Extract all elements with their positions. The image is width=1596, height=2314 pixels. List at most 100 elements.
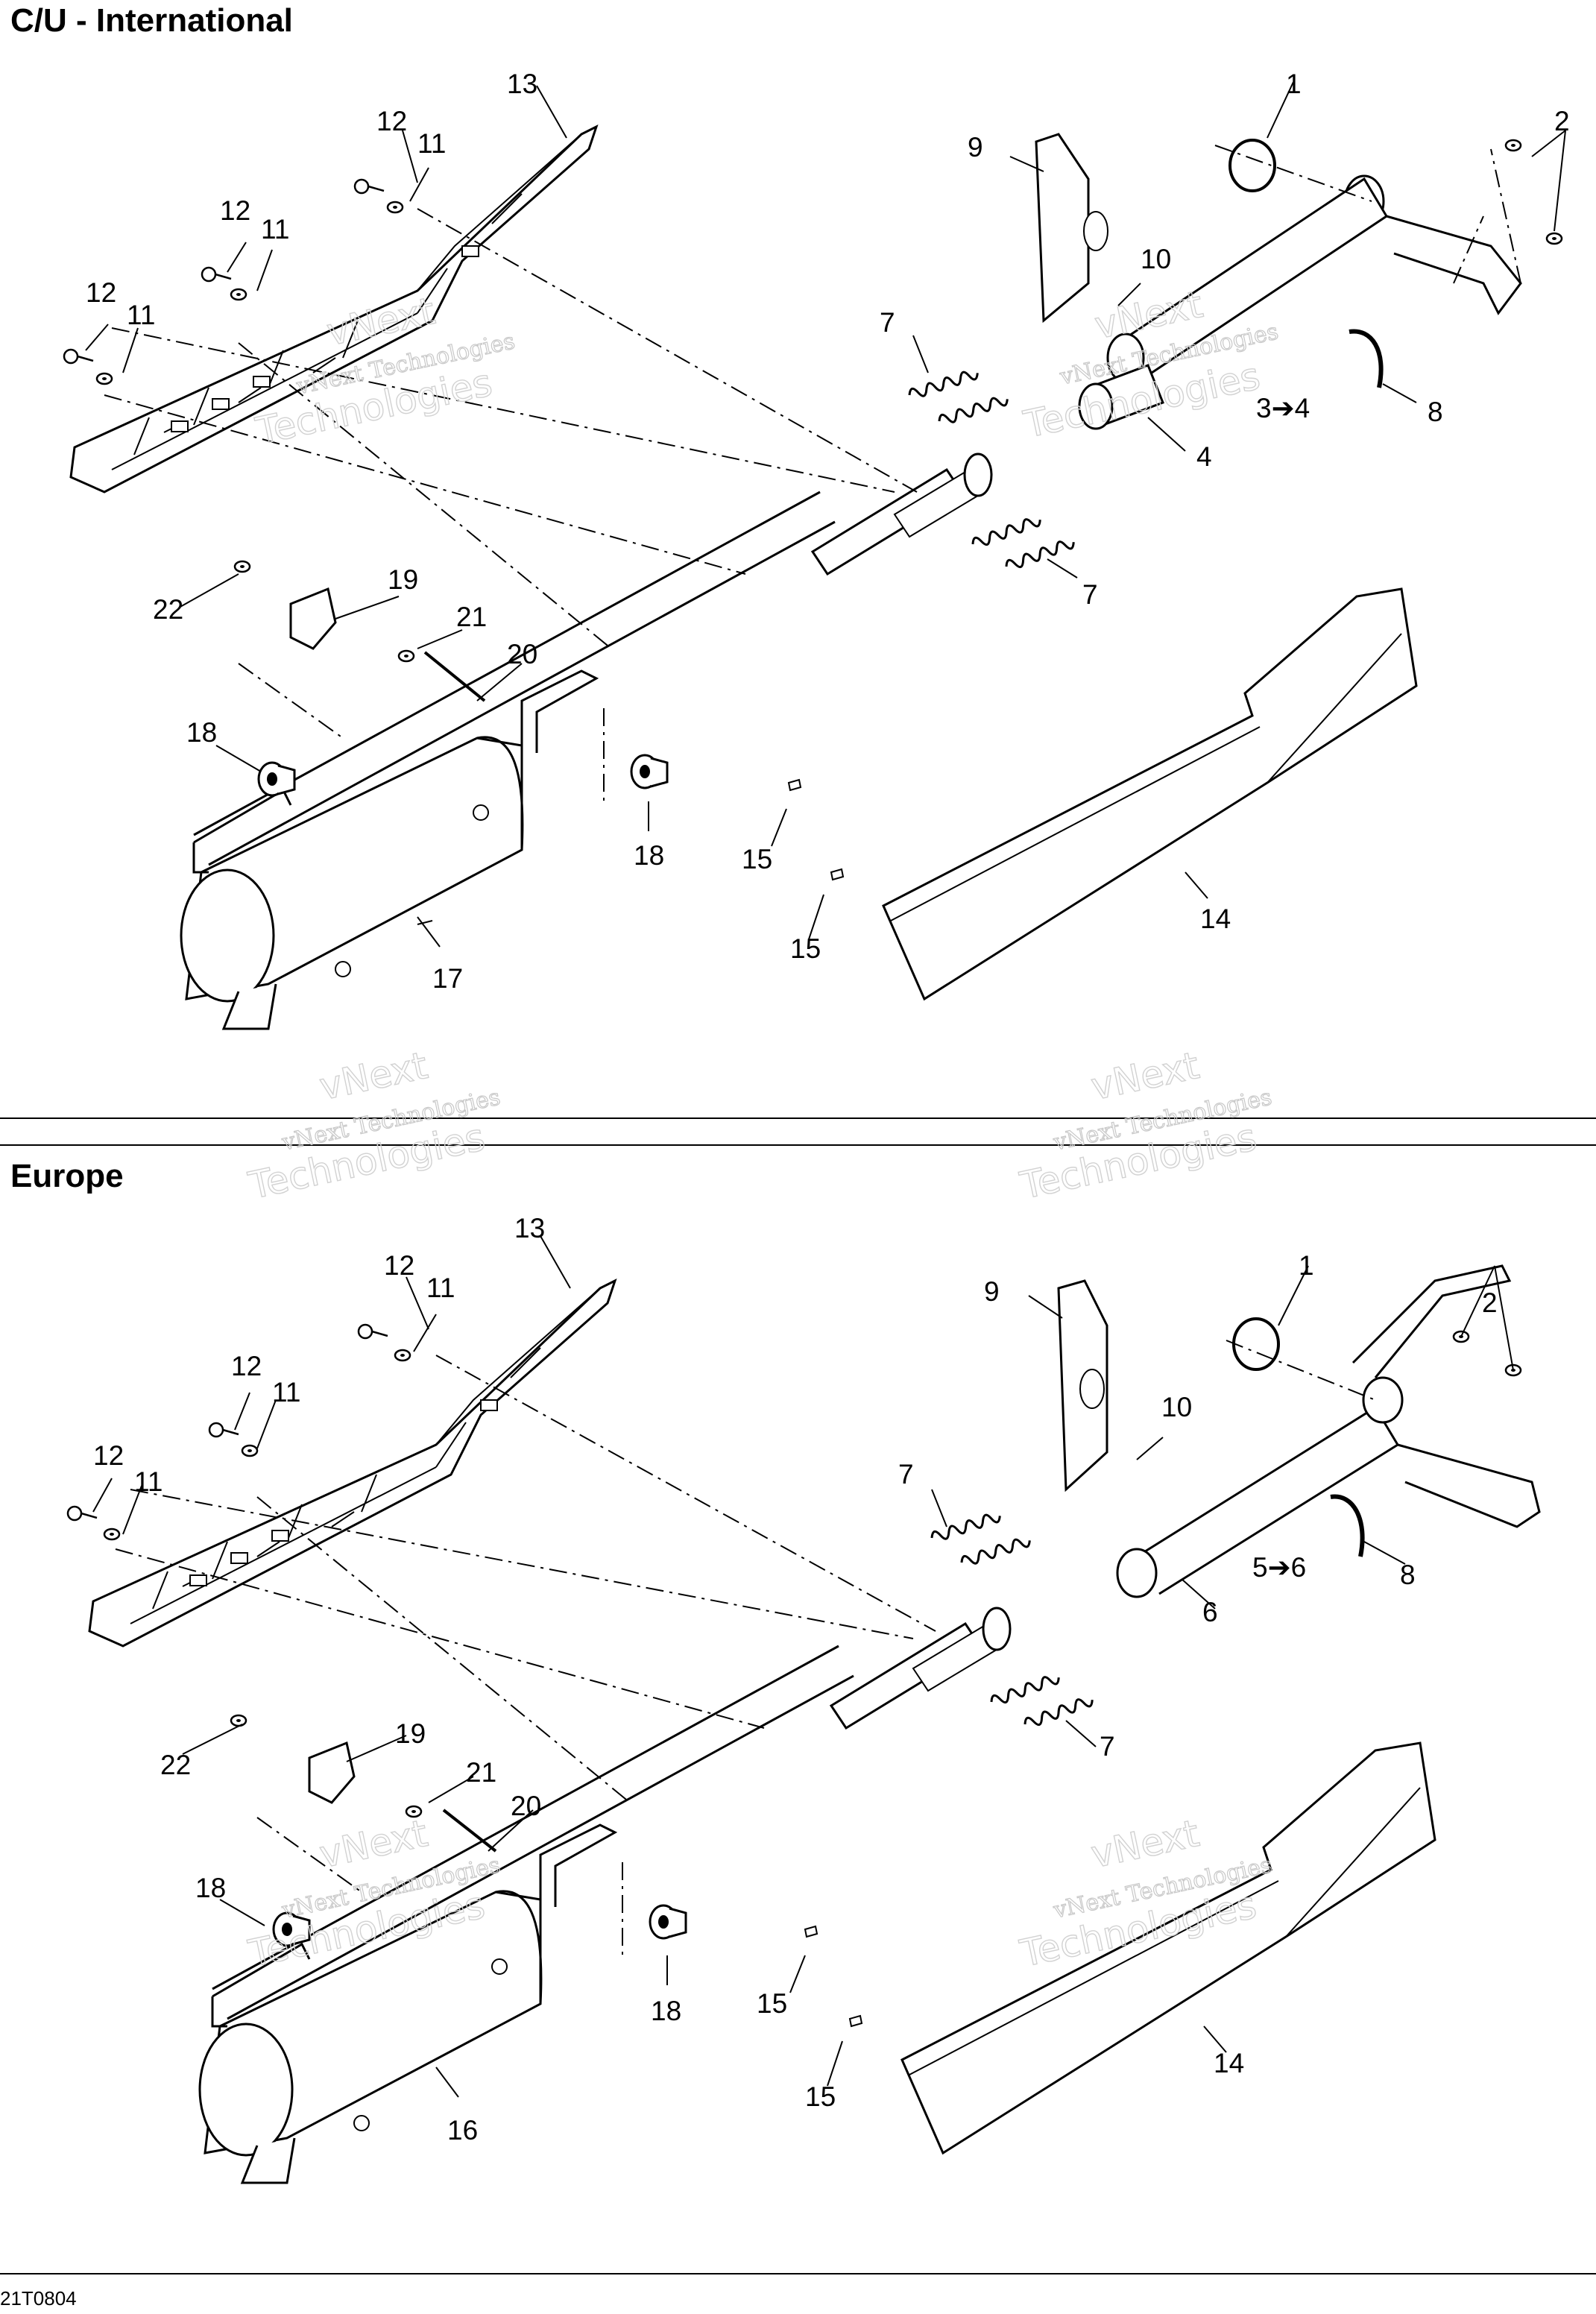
bolt-part-12 [357, 1323, 389, 1340]
svg-text:vNext: vNext [1088, 1812, 1203, 1876]
washer-part-11 [386, 201, 404, 214]
side-shield-part-14 [882, 587, 1418, 1000]
tailpipe-part [192, 453, 993, 866]
grommet-part-18 [257, 761, 296, 797]
callout-label: 11 [426, 1273, 455, 1303]
hose-part-8 [1330, 1494, 1365, 1557]
bolt-part-12 [66, 1505, 98, 1522]
callout-label: 3➔4 [1256, 393, 1310, 423]
grommet-part-18 [630, 754, 669, 789]
spring-part-7 [1003, 536, 1077, 573]
callout-label: 2 [1482, 1287, 1498, 1318]
nut-part-2 [1504, 139, 1522, 152]
callout-label: 15 [805, 2081, 836, 2112]
bracket-part-9 [1035, 133, 1090, 324]
bolt-part-12 [63, 348, 95, 365]
callout-label: 15 [757, 1988, 787, 2019]
bolt-part-20 [442, 1809, 497, 1853]
callout-label: 14 [1200, 904, 1231, 934]
callout-label: 21 [466, 1757, 496, 1788]
spring-part-7 [970, 514, 1044, 551]
svg-text:vNext: vNext [316, 1812, 432, 1876]
callout-label: 16 [447, 2115, 478, 2146]
nut-part-2 [1545, 232, 1563, 245]
muffler-part-17 [180, 669, 598, 1030]
callout-label: 5➔6 [1252, 1552, 1306, 1583]
callout-label: 7 [1100, 1731, 1115, 1762]
spring-part-7 [988, 1671, 1062, 1709]
callout-label: 20 [511, 1791, 541, 1821]
spring-part-7 [906, 367, 980, 402]
callout-label: 22 [153, 594, 183, 625]
international-assembly [63, 81, 1566, 1030]
callout-label: 13 [507, 69, 537, 99]
callout-label: 12 [93, 1440, 124, 1471]
svg-text:vNext: vNext [1088, 1044, 1203, 1109]
callout-label: 8 [1400, 1560, 1416, 1590]
gasket-part-1 [1228, 139, 1276, 192]
drawing-code: 21T0804 [0, 2287, 77, 2310]
callout-label: 11 [261, 214, 289, 245]
callout-label: 15 [742, 844, 772, 874]
callout-label: 18 [195, 1873, 226, 1903]
callout-label: 11 [417, 128, 446, 159]
callout-label: 12 [376, 106, 407, 136]
callout-label: 11 [272, 1377, 300, 1407]
callout-label: 18 [186, 717, 217, 748]
washer-part-11 [95, 372, 113, 385]
bolt-part-12 [353, 178, 385, 195]
callout-label: 19 [395, 1718, 426, 1749]
nut-part-22 [230, 1714, 247, 1727]
heat-shield-part-13 [88, 1279, 616, 1648]
header-pipe-part-5 [1351, 1264, 1512, 1378]
callout-label: 15 [790, 933, 821, 964]
washer-part-21 [397, 649, 415, 663]
section-title-international: C/U - International [10, 2, 293, 39]
bolt-part-20 [423, 651, 486, 702]
washer-part-11 [230, 288, 247, 301]
clip-part-15 [788, 779, 801, 791]
callout-label: 9 [984, 1276, 1000, 1307]
callout-label: 12 [231, 1351, 262, 1381]
callout-label: 10 [1141, 244, 1171, 274]
section-title-europe: Europe [10, 1158, 124, 1194]
spring-part-7 [929, 1510, 1003, 1545]
callout-label: 2 [1554, 106, 1570, 136]
spring-part-7 [1022, 1694, 1096, 1731]
callout-label: 19 [388, 564, 418, 595]
callout-label: 6 [1202, 1597, 1218, 1627]
nut-part-22 [233, 560, 251, 573]
clip-part-15 [849, 2015, 862, 2027]
bolt-part-12 [201, 266, 233, 283]
callouts-europe: 1 2 5➔6 6 7 7 8 9 10 11 11 11 12 12 12 1… [93, 1213, 1498, 2146]
callout-label: 14 [1214, 2048, 1244, 2078]
callout-label: 8 [1428, 397, 1443, 427]
callout-label: 7 [880, 307, 895, 338]
callout-label: 13 [514, 1213, 545, 1243]
clip-part-15 [804, 1926, 818, 1938]
callout-label: 10 [1161, 1392, 1192, 1422]
callout-label: 1 [1299, 1250, 1314, 1281]
callout-label: 11 [134, 1466, 163, 1497]
callout-label: 20 [507, 639, 537, 669]
washer-part-11 [241, 1444, 259, 1457]
washer-part-11 [103, 1528, 121, 1541]
side-shield-part-14 [900, 1741, 1436, 2154]
callout-label: 4 [1196, 441, 1212, 472]
bolt-part-12 [208, 1422, 240, 1438]
callout-label: 18 [651, 1996, 681, 2026]
callout-label: 7 [898, 1459, 914, 1489]
resonator-part-6 [1116, 1548, 1158, 1598]
washer-part-11 [394, 1349, 411, 1362]
callout-label: 22 [160, 1750, 191, 1780]
callout-label: 18 [634, 840, 664, 871]
clip-part-15 [830, 868, 844, 880]
callout-label: 17 [432, 963, 463, 994]
spring-part-7 [936, 393, 1010, 428]
callout-label: 12 [384, 1250, 414, 1281]
hose-part-8 [1349, 329, 1384, 388]
clamp-part-19 [289, 587, 337, 650]
europe-assembly [66, 1235, 1541, 2184]
callout-label: 12 [86, 277, 116, 308]
